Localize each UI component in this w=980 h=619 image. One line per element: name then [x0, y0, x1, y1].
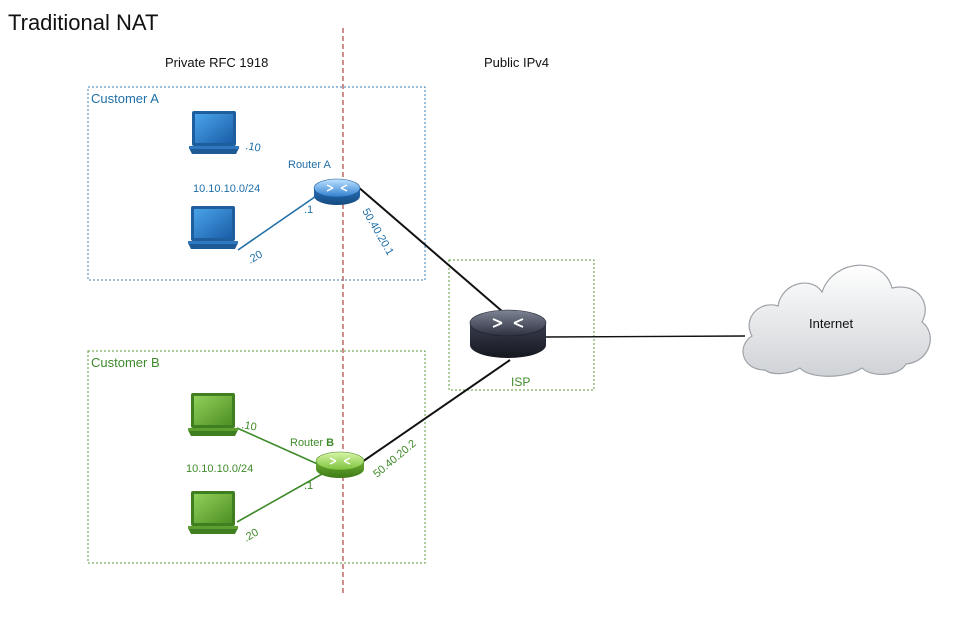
customer-a-box	[87, 86, 426, 281]
router-b-label-prefix: Router	[290, 437, 326, 449]
customer-b-subnet: 10.10.10.0/24	[186, 463, 253, 475]
customer-b-router-lan-ip: .1	[304, 480, 313, 492]
link-b-host1-router	[236, 427, 323, 467]
laptop-icon	[189, 111, 239, 154]
page-title: Traditional NAT	[8, 10, 158, 35]
customer-a-subnet: 10.10.10.0/24	[193, 183, 260, 195]
link-isp-internet	[544, 335, 746, 338]
customer-b-label: Customer B	[91, 355, 160, 370]
laptop-icon	[188, 206, 238, 249]
customer-b-host2-ip: .20	[242, 527, 261, 545]
customer-a-label: Customer A	[91, 91, 159, 106]
router-b-label: Router B	[290, 437, 334, 449]
link-router-b-isp	[361, 359, 511, 463]
link-a-host2-router	[237, 191, 323, 251]
isp-router-icon	[469, 309, 547, 358]
customer-a-host2-ip: .20	[246, 249, 265, 267]
customer-b-box	[87, 350, 426, 564]
customer-a-router-lan-ip: .1	[304, 204, 313, 216]
router-a-label: Router A	[288, 159, 331, 171]
router-a-icon	[313, 178, 361, 205]
router-b-label-suffix: B	[326, 437, 334, 449]
private-zone-label: Private RFC 1918	[165, 55, 268, 70]
isp-label: ISP	[511, 375, 530, 389]
isp-box	[448, 259, 595, 391]
internet-label: Internet	[809, 316, 853, 331]
laptop-icon	[188, 491, 238, 534]
customer-b-wan-ip: 50.40.20.2	[371, 438, 419, 481]
link-router-a-isp	[356, 185, 511, 319]
links	[236, 185, 746, 523]
router-b-icon	[315, 451, 365, 478]
link-b-host2-router	[236, 473, 323, 523]
public-zone-label: Public IPv4	[484, 55, 549, 70]
customer-a-host1-ip: .10	[244, 140, 261, 154]
customer-b-host1-ip: .10	[240, 419, 257, 433]
laptop-icon	[188, 393, 238, 436]
cloud-icon	[742, 264, 931, 377]
